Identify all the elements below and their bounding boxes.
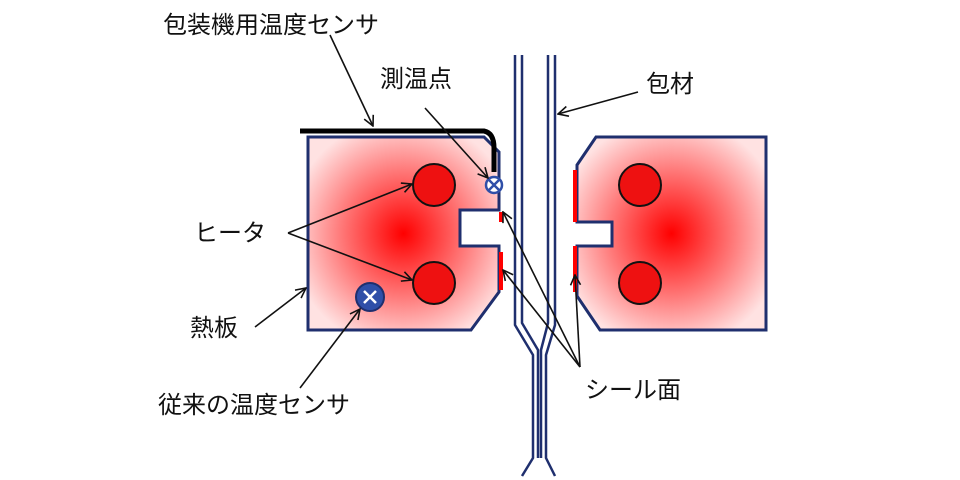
arrow-packaging-material bbox=[558, 91, 639, 114]
label-measurement-point: 測温点 bbox=[380, 65, 452, 93]
heater-left-upper bbox=[412, 163, 456, 207]
packaging-film-right-inner bbox=[539, 55, 550, 458]
label-seal-surface: シール面 bbox=[585, 376, 681, 404]
heater-left-lower bbox=[412, 261, 456, 305]
arrow-packaging-sensor bbox=[329, 34, 373, 126]
arrow-conventional-sensor bbox=[299, 309, 360, 389]
heater-right-upper bbox=[618, 163, 662, 207]
label-hot-plate: 熱板 bbox=[190, 314, 238, 342]
arrow-heater-upper bbox=[287, 184, 412, 234]
arrow-measurement-point bbox=[424, 107, 488, 178]
arrow-hot-plate bbox=[254, 288, 306, 328]
arrow-heater-lower bbox=[287, 232, 412, 280]
arrow-seal-surface-2 bbox=[503, 270, 581, 368]
packaging-sensor-cable bbox=[300, 128, 497, 172]
left-hot-plate bbox=[306, 135, 501, 332]
packaging-film-right-outer bbox=[544, 55, 557, 477]
arrow-seal-surface-3 bbox=[575, 275, 580, 368]
x-circle-icon bbox=[355, 282, 385, 312]
heater-right-lower bbox=[618, 261, 662, 305]
label-conventional-sensor: 従来の温度センサ bbox=[158, 391, 350, 419]
label-heater: ヒータ bbox=[194, 219, 266, 247]
label-packaging-material: 包材 bbox=[646, 70, 694, 98]
x-mark-icon bbox=[484, 175, 504, 195]
arrow-seal-surface-1 bbox=[503, 212, 581, 368]
packaging-film-left-inner bbox=[520, 55, 540, 458]
label-packaging-sensor: 包装機用温度センサ bbox=[163, 11, 379, 39]
right-hot-plate bbox=[575, 135, 768, 332]
